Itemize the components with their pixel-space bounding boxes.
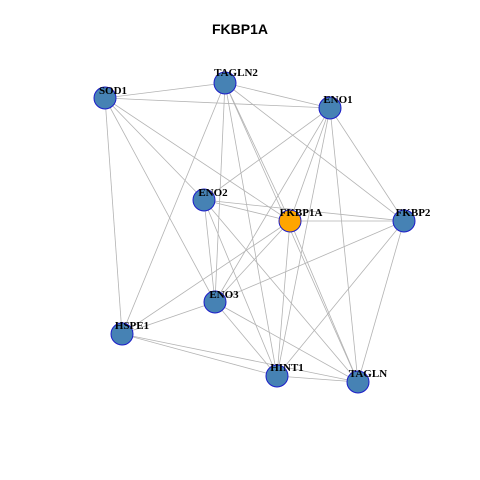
node-eno1 xyxy=(318,96,342,120)
edge-sod1-eno3 xyxy=(104,97,216,303)
figure-title: FKBP1A xyxy=(211,21,268,37)
node-label-fkbp1a: FKBP1A xyxy=(280,207,323,219)
edge-eno2-hint1 xyxy=(203,199,278,377)
edge-sod1-fkbp1a xyxy=(104,97,291,222)
edge-fkbp1a-hint1 xyxy=(276,220,291,377)
edge-sod1-tagln2 xyxy=(104,82,226,99)
edge-hspe1-hint1 xyxy=(121,333,278,377)
edge-layer xyxy=(104,82,405,383)
edge-eno1-eno2 xyxy=(203,107,331,201)
edge-eno1-tagln xyxy=(329,107,359,383)
edge-hspe1-tagln xyxy=(121,333,359,383)
node-label-tagln2: TAGLN2 xyxy=(214,67,258,79)
edge-eno3-tagln xyxy=(214,301,359,383)
node-label-eno1: ENO1 xyxy=(323,94,352,106)
node-fkbp2 xyxy=(392,209,416,233)
edge-tagln2-tagln xyxy=(224,82,359,383)
edge-fkbp1a-hspe1 xyxy=(121,220,291,335)
node-label-hspe1: HSPE1 xyxy=(115,320,149,332)
edge-eno2-tagln xyxy=(203,199,359,383)
node-label-eno3: ENO3 xyxy=(209,289,239,301)
edge-eno2-eno3 xyxy=(203,199,216,303)
edge-eno3-hint1 xyxy=(214,301,278,377)
edge-tagln2-hspe1 xyxy=(121,82,226,335)
node-label-tagln: TAGLN xyxy=(349,368,387,380)
edge-eno2-fkbp1a xyxy=(203,199,291,222)
node-tagln2 xyxy=(213,71,237,95)
edge-fkbp1a-tagln xyxy=(289,220,359,383)
node-label-eno2: ENO2 xyxy=(198,187,228,199)
node-label-fkbp2: FKBP2 xyxy=(396,207,431,219)
node-tagln xyxy=(346,370,370,394)
edge-eno2-fkbp2 xyxy=(203,199,405,222)
edge-sod1-eno1 xyxy=(104,97,331,109)
node-label-sod1: SOD1 xyxy=(99,85,127,97)
node-hspe1 xyxy=(110,322,134,346)
edge-fkbp2-eno3 xyxy=(214,220,405,303)
node-hint1 xyxy=(265,364,289,388)
edge-tagln2-fkbp1a xyxy=(224,82,291,222)
edge-eno1-eno3 xyxy=(214,107,331,303)
node-fkbp1a xyxy=(278,209,302,233)
edge-fkbp2-tagln xyxy=(357,220,405,383)
node-eno2 xyxy=(192,188,216,212)
edge-fkbp2-hint1 xyxy=(276,220,405,377)
edge-tagln2-eno1 xyxy=(224,82,331,109)
edge-sod1-hspe1 xyxy=(104,97,123,335)
edge-hint1-tagln xyxy=(276,375,359,383)
edge-eno1-hint1 xyxy=(276,107,331,377)
edge-sod1-eno2 xyxy=(104,97,205,201)
node-sod1 xyxy=(93,86,117,110)
node-label-hint1: HINT1 xyxy=(270,362,304,374)
edge-fkbp1a-eno3 xyxy=(214,220,291,303)
edge-tagln2-eno3 xyxy=(214,82,226,303)
edge-eno1-fkbp1a xyxy=(289,107,331,222)
edge-eno1-fkbp2 xyxy=(329,107,405,222)
node-eno3 xyxy=(203,290,227,314)
edge-tagln2-hint1 xyxy=(224,82,278,377)
edge-eno3-hspe1 xyxy=(121,301,216,335)
